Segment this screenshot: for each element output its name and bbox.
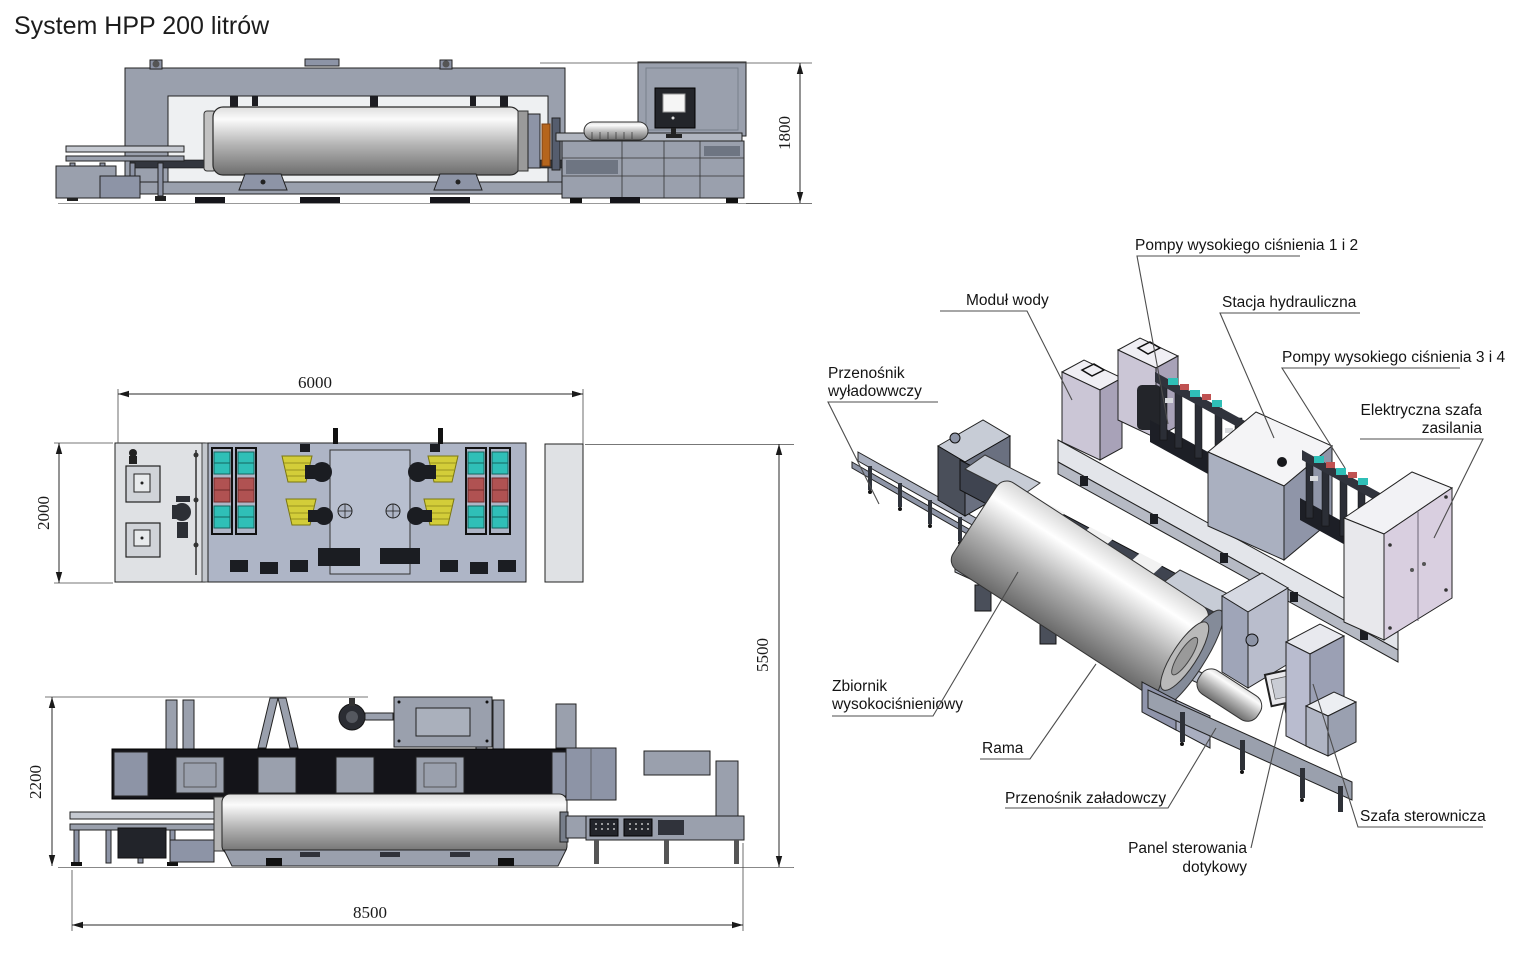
iso-label-water-module: Moduł wody: [940, 292, 1073, 401]
iso-outfeed-box: [1304, 691, 1358, 757]
top-detached-cabinet: [544, 443, 584, 583]
iso-label-control-cabinet: Szafa sterownicza: [1312, 683, 1486, 828]
label-control-cabinet: Szafa sterownicza: [1360, 808, 1486, 825]
page-title: System HPP 200 litrów: [14, 12, 270, 40]
iso-label-load-conveyor: Przenośnik załadowczy: [1005, 727, 1217, 809]
label-unload-conveyor-line2: wyładowwczy: [827, 383, 922, 400]
dim-top-length: 6000: [117, 373, 584, 444]
label-pumps12: Pompy wysokiego ciśnienia 1 i 2: [1135, 237, 1358, 254]
dim-front-length: 8500: [71, 843, 744, 931]
label-vessel-line1: Zbiornik: [832, 678, 887, 695]
label-power-cabinet-line1: Elektryczna szafa: [1361, 402, 1483, 419]
dim-1800: 1800: [775, 116, 794, 150]
dim-2200: 2200: [26, 765, 45, 799]
side-view: [55, 58, 770, 204]
label-pumps34: Pompy wysokiego ciśnienia 3 i 4: [1282, 349, 1506, 366]
dim-8500: 8500: [353, 903, 387, 922]
dim-side-height: 1800: [540, 62, 812, 204]
iso-label-hydraulic-station: Stacja hydrauliczna: [1219, 294, 1360, 439]
iso-label-pumps12: Pompy wysokiego ciśnienia 1 i 2: [1135, 237, 1358, 425]
label-hydraulic-station: Stacja hydrauliczna: [1222, 294, 1357, 311]
label-touch-panel-line2: dotykowy: [1182, 859, 1247, 876]
label-power-cabinet-line2: zasilania: [1422, 420, 1483, 437]
front-vessel: [213, 793, 568, 855]
iso-view: [851, 337, 1454, 812]
side-outfeed-table: [555, 121, 745, 203]
iso-power-cabinet: [1342, 471, 1454, 641]
iso-vessel: [950, 480, 1224, 710]
iso-label-pumps34: Pompy wysokiego ciśnienia 3 i 4: [1281, 349, 1506, 469]
label-touch-panel-line1: Panel sterowania: [1128, 840, 1247, 857]
dim-6000: 6000: [298, 373, 332, 392]
dim-overall: 5500: [585, 444, 794, 868]
label-water-module: Moduł wody: [966, 292, 1049, 309]
iso-label-vessel: Zbiornik wysokociśnieniowy: [831, 571, 1019, 717]
side-closure: [527, 113, 541, 169]
dim-front-height: 2200: [26, 696, 368, 866]
iso-label-touch-panel: Panel sterowania dotykowy: [1128, 705, 1285, 876]
dim-top-width: 2000: [34, 442, 113, 584]
label-unload-conveyor-line1: Przenośnik: [828, 365, 905, 382]
front-outfeed-conveyor: [585, 815, 745, 864]
label-vessel-line2: wysokociśnieniowy: [831, 696, 963, 713]
label-frame: Rama: [982, 740, 1024, 757]
dim-2000: 2000: [34, 496, 53, 530]
iso-end-block: [1221, 572, 1289, 689]
side-vessel: [203, 106, 529, 176]
front-view: [58, 696, 793, 868]
iso-label-power-cabinet: Elektryczna szafa zasilania: [1360, 402, 1484, 539]
side-touch-screen: [654, 87, 696, 138]
side-closure-orange: [541, 123, 551, 167]
label-load-conveyor: Przenośnik załadowczy: [1005, 790, 1166, 807]
iso-label-frame: Rama: [980, 663, 1097, 760]
iso-load-conveyor: [1141, 668, 1353, 812]
top-view: [114, 428, 584, 583]
dim-5500: 5500: [753, 638, 772, 672]
iso-label-unload-conveyor: Przenośnik wyładowwczy: [827, 365, 938, 505]
